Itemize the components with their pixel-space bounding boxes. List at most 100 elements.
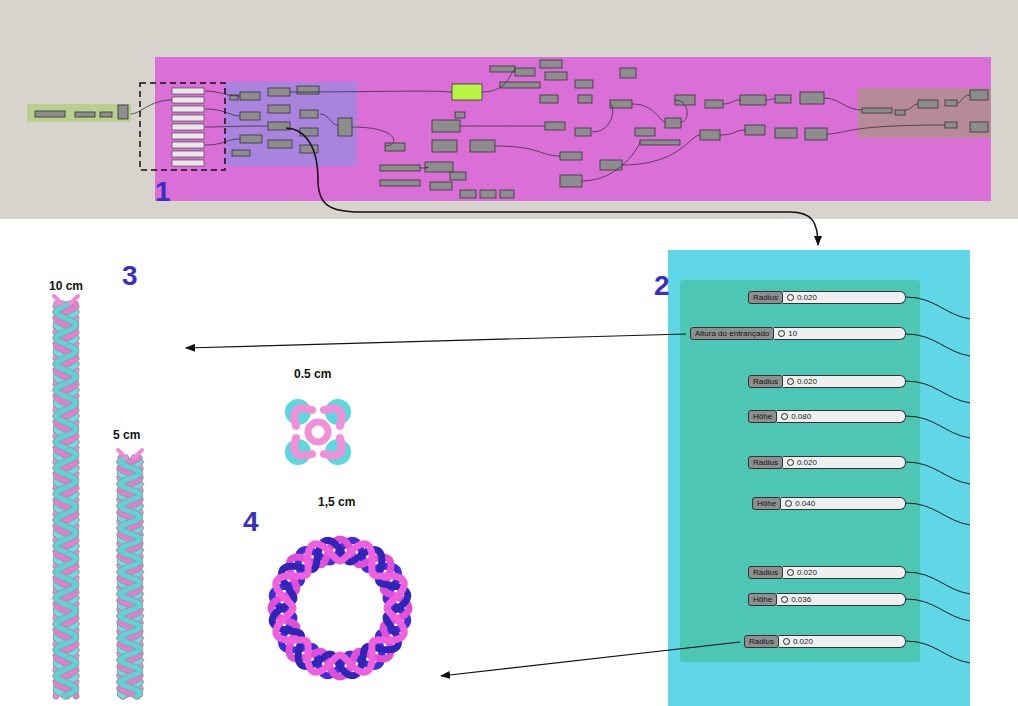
component-box: [895, 110, 905, 115]
component-box: [610, 100, 632, 108]
braid-strand: [56, 304, 76, 696]
leader-arrow: [186, 334, 686, 348]
component-box: [297, 86, 319, 94]
component-box: [545, 122, 565, 130]
component-box: [240, 92, 260, 100]
slider-value: 0.020: [797, 376, 817, 387]
slider-label: Höhe: [752, 497, 781, 510]
component-box: [635, 128, 655, 136]
component-box: [300, 110, 318, 118]
component-slider: [172, 133, 204, 139]
braid-end: [118, 450, 142, 458]
panel-cyan: [668, 250, 970, 706]
slider-value: 0.020: [797, 457, 817, 468]
dimension-label: 5 cm: [113, 428, 140, 442]
slider-value: 0.020: [797, 567, 817, 578]
selected-component: [452, 84, 482, 100]
component-slider: [172, 124, 204, 130]
wire: [622, 135, 700, 165]
callout-number: 2: [654, 270, 670, 302]
component-slider: [172, 142, 204, 148]
braid-strand: [56, 304, 76, 696]
slider-knob: [778, 330, 785, 337]
component-slider: [172, 106, 204, 112]
slider-wires: [906, 297, 970, 663]
component-box: [540, 60, 562, 68]
component-box: [35, 111, 65, 117]
slider-wire: [906, 334, 970, 356]
component-box: [430, 182, 452, 190]
wire: [205, 139, 240, 145]
slider-knob: [787, 294, 794, 301]
slider-wire: [906, 381, 970, 403]
slider-wire: [906, 503, 970, 525]
slider-knob: [785, 500, 792, 507]
group-green: [27, 104, 131, 122]
component-box: [700, 130, 720, 140]
components: [35, 60, 988, 198]
component-box: [775, 128, 797, 138]
slider-bar: 10: [774, 327, 906, 340]
component-box: [578, 95, 592, 103]
component-box: [575, 128, 591, 136]
ring-strand: [272, 540, 408, 676]
wire: [495, 146, 560, 156]
wire: [675, 100, 687, 122]
leader-curve: [286, 128, 818, 245]
knot-lobe: [325, 439, 351, 465]
component-box: [620, 68, 636, 78]
slider-value: 0.036: [791, 594, 811, 605]
slider-knob: [787, 459, 794, 466]
slider-label: Altura do entrançado: [690, 327, 774, 340]
slider-value: 0.040: [795, 498, 815, 509]
group-magenta: [155, 57, 991, 201]
group-purple: [225, 82, 357, 166]
strand-shadow: [56, 304, 76, 696]
component-box: [268, 105, 290, 113]
slider-bar: 0.020: [783, 291, 906, 304]
component-box: [455, 112, 465, 118]
slider-bar: 0.036: [777, 593, 906, 606]
slider-knob: [781, 596, 788, 603]
wire: [723, 100, 740, 104]
slider-label: Radius: [744, 635, 779, 648]
wire: [592, 104, 613, 132]
braid-strand: [120, 458, 140, 696]
component-box: [800, 92, 824, 104]
slider-wire: [906, 641, 970, 663]
component-box: [970, 90, 988, 100]
strand-shadow: [56, 304, 76, 696]
strand-shadow: [120, 458, 140, 696]
component-box: [500, 190, 514, 198]
slider-wire: [906, 416, 970, 438]
knot-illustration: [285, 399, 351, 465]
component-box: [450, 172, 466, 180]
component-box: [75, 112, 95, 117]
component-box: [862, 108, 892, 113]
dimension-label: 0.5 cm: [294, 367, 331, 381]
callout-number: 3: [122, 260, 138, 292]
slider-knob: [781, 413, 788, 420]
knot-lobe: [285, 439, 311, 465]
slider-knob: [787, 378, 794, 385]
component-box: [480, 190, 496, 198]
ring-strand: [276, 544, 404, 672]
canvas-ground: [0, 0, 1018, 219]
wire: [766, 99, 775, 100]
wire: [632, 104, 665, 122]
component-box: [640, 140, 680, 145]
component-box: [432, 120, 460, 132]
component-box: [240, 135, 262, 143]
component-box: [575, 80, 593, 88]
slider-wire: [906, 297, 970, 319]
component-box: [432, 140, 457, 152]
wire: [957, 95, 970, 103]
selection-frame: [140, 83, 225, 170]
component-box: [665, 118, 681, 128]
component-box: [380, 180, 420, 186]
component-box: [232, 150, 250, 156]
number-slider: Höhe 0.040: [752, 497, 906, 510]
leader-arrow: [441, 642, 740, 676]
component-box: [705, 100, 723, 108]
slider-label: Höhe: [748, 410, 777, 423]
